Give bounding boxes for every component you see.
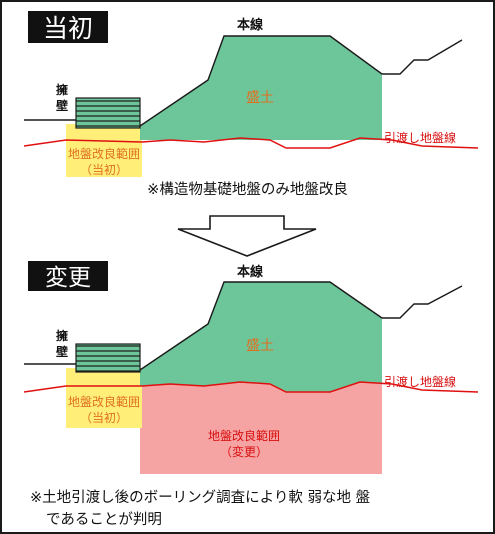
after-improvement-range-changed [140,382,382,474]
before-badge-bg [28,11,108,43]
before-embankment-label: 盛土 [246,90,274,106]
after-improvement-new-label-1: 地盤改良範囲 [208,428,280,443]
after-retaining-wall [75,343,141,373]
before-main-line: 本線 [237,17,264,33]
after-improvement-orig-label-2: （当初） [80,411,128,425]
before-right-ground [382,39,463,75]
after-improvement-new-label-2: （変更） [220,444,268,459]
before-wall-label-top: 擁 [56,82,68,97]
after-main-line: 本線 [237,264,264,280]
before-improvement-label-1: 地盤改良範囲 [68,146,140,161]
after-panel: 変更 本線 盛土 擁 壁 地盤改良範囲 （当初） 地盤改良範囲 （変更） 引渡し… [23,261,479,474]
before-transfer-line [23,137,479,149]
before-improvement-range [66,124,142,177]
after-badge-bg [28,261,108,291]
after-note-line2: であることが判明 [46,512,162,528]
before-badge: 当初 [43,14,93,43]
after-badge: 変更 [45,265,91,291]
after-embankment-label: 盛土 [246,338,274,354]
down-arrow-icon [177,215,317,257]
after-right-ground [382,285,463,319]
after-note-line1: ※土地引渡し後のボーリング調査により軟 弱な地 盤 [30,490,371,506]
before-retaining-wall [75,97,141,129]
before-note: ※構造物基礎地盤のみ地盤改良 [147,182,348,198]
before-improvement-label-2: （当初） [80,163,128,177]
before-panel: 当初 本線 盛土 擁 壁 地盤改良範囲 （当初） 引渡し地盤線 [23,11,479,177]
after-transfer-label: 引渡し地盤線 [384,374,456,389]
after-wall-label-bottom: 壁 [56,344,68,359]
after-embankment [140,282,382,392]
after-improvement-range-original [66,368,142,428]
before-embankment [140,36,382,140]
after-wall-label-top: 擁 [56,328,68,343]
after-transfer-line [23,381,479,393]
after-improvement-orig-label-1: 地盤改良範囲 [68,394,140,409]
before-wall-label-bottom: 壁 [56,98,68,113]
before-transfer-label: 引渡し地盤線 [384,130,456,145]
